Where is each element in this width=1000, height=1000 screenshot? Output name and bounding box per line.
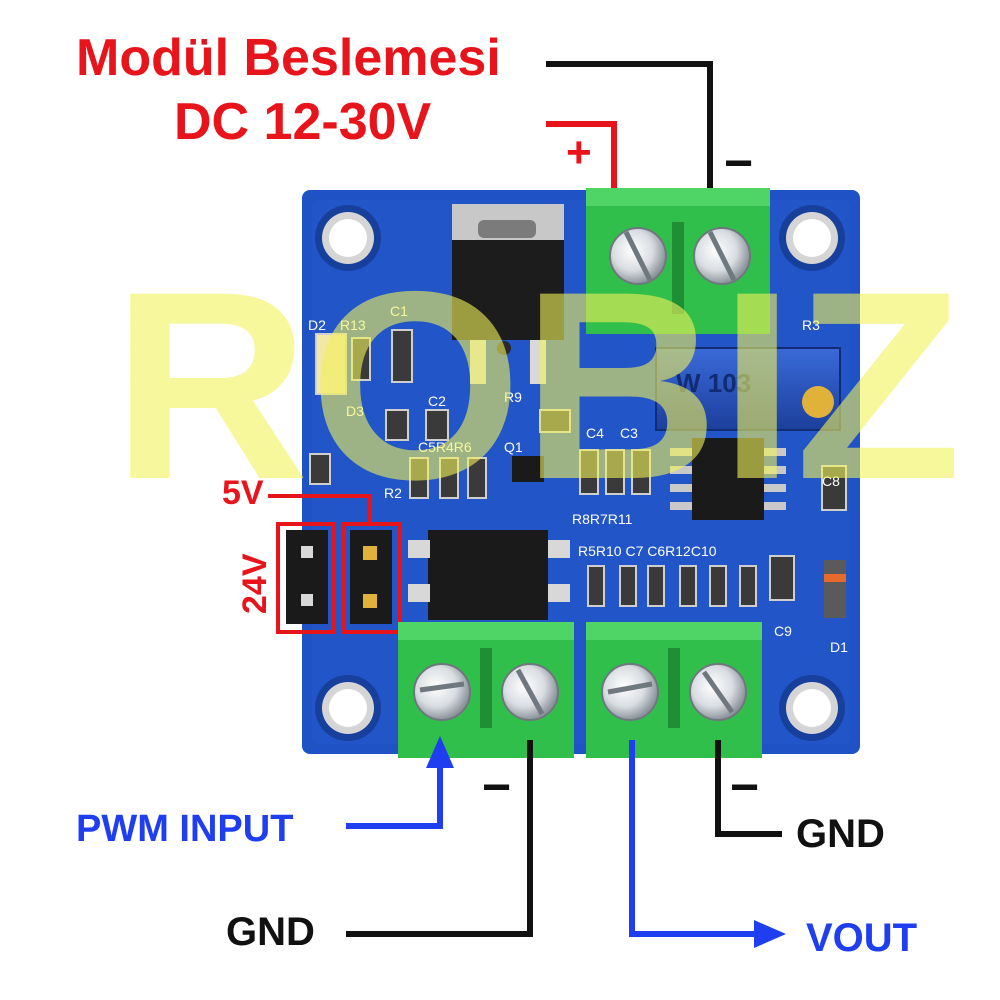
supply-title-line1: Modül Beslemesi — [76, 29, 501, 87]
svg-text:W 103: W 103 — [676, 368, 751, 398]
mounting-hole-bottom-left — [315, 675, 381, 741]
silk-d2: D2 — [308, 317, 326, 333]
mounting-hole-top-right — [779, 205, 845, 271]
vout-line — [629, 740, 760, 937]
jumper-5v-header — [350, 530, 392, 624]
silk-r9: R9 — [504, 389, 522, 405]
potentiometer: W 103 — [655, 347, 841, 431]
pwm-input-label: PWM INPUT — [76, 808, 294, 850]
pwm-input-arrowhead — [426, 736, 454, 768]
jumper-5v-label: 5V — [222, 474, 264, 512]
optocoupler-chip — [408, 530, 570, 620]
gnd-left-line — [346, 740, 533, 937]
terminal-block-power — [586, 188, 770, 334]
gnd-right-label: GND — [796, 812, 885, 856]
jumper-5v-leader — [268, 494, 372, 524]
pwm-input-line — [346, 764, 443, 829]
diode-d2-led — [315, 333, 347, 395]
vout-gnd-minus-label: − — [730, 759, 760, 815]
smd-components — [309, 329, 847, 607]
silk-row2: R5R10 C7 C6R12C10 — [578, 543, 717, 559]
silk-c4: C4 — [586, 425, 604, 441]
jumper-24v-label: 24V — [236, 553, 274, 615]
gnd-left-label: GND — [226, 910, 315, 954]
silk-r13: R13 — [340, 317, 366, 333]
minus-terminal-label: − — [724, 135, 754, 191]
vout-label: VOUT — [806, 916, 918, 960]
silk-c2: C2 — [428, 393, 446, 409]
supply-title-line2: DC 12-30V — [174, 93, 432, 151]
pwm-gnd-minus-label: − — [482, 759, 512, 815]
silk-c1: C1 — [390, 303, 408, 319]
silk-d1: D1 — [830, 639, 848, 655]
diode-d1 — [824, 560, 846, 618]
silk-d3: D3 — [346, 403, 364, 419]
silk-c8: C8 — [822, 473, 840, 489]
watermark-text: ROBIZ — [112, 235, 962, 535]
vout-arrowhead — [754, 920, 786, 948]
mounting-hole-top-left — [315, 205, 381, 271]
silk-q1: Q1 — [504, 439, 523, 455]
silk-r3: R3 — [802, 317, 820, 333]
silk-r8r7r11: R8R7R11 — [572, 511, 633, 527]
voltage-regulator — [452, 204, 564, 384]
power-plus-line — [546, 121, 617, 188]
silk-c5r4r6: C5R4R6 — [418, 439, 472, 455]
terminal-block-pwm — [398, 622, 574, 758]
silk-r2: R2 — [384, 485, 402, 501]
transistor-q1 — [512, 456, 544, 482]
jumper-24v-box — [276, 522, 336, 634]
terminal-block-vout — [586, 622, 762, 758]
mounting-hole-bottom-right — [779, 675, 845, 741]
silk-c3: C3 — [620, 425, 638, 441]
silkscreen-labels: D2 R13 C1 D3 C2 R9 C5R4R6 Q1 R2 C4 C3 R3… — [308, 303, 848, 655]
silk-c9: C9 — [774, 623, 792, 639]
gnd-right-line — [715, 740, 782, 837]
power-minus-line — [546, 61, 713, 188]
jumper-24v-header — [286, 530, 328, 624]
opamp-chip — [670, 438, 786, 520]
plus-terminal-label: + — [566, 128, 592, 177]
